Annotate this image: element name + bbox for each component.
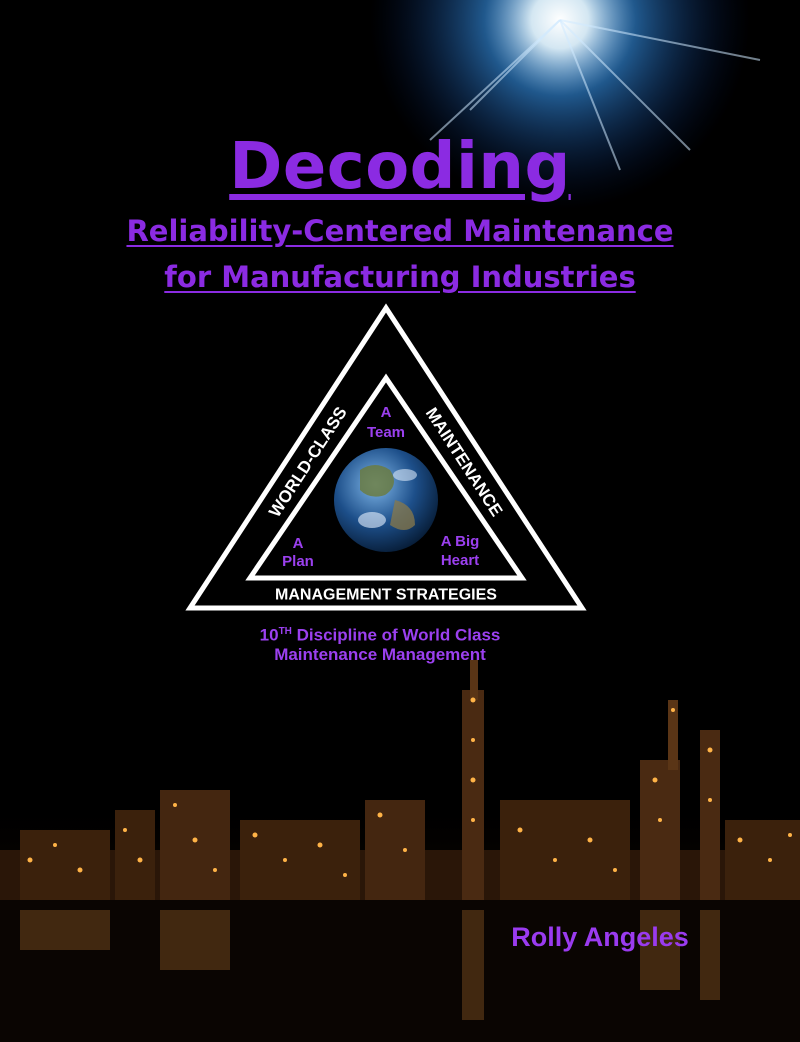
triangle-diagram: WORLD-CLASS MAINTENANCE MANAGEMENT STRAT… xyxy=(185,303,587,611)
discipline-caption-line-2: Maintenance Management xyxy=(274,645,486,664)
team-label-line1: A xyxy=(381,404,392,421)
subtitle-line-1: Reliability-Centered Maintenance xyxy=(126,214,674,248)
city-skyline xyxy=(0,660,800,1042)
discipline-text: Discipline of World Class xyxy=(291,625,501,645)
inner-triangle xyxy=(245,373,527,581)
globe-icon xyxy=(334,448,438,552)
heart-label-line2: Heart xyxy=(441,552,479,569)
heart-label-line1: A Big xyxy=(441,533,480,550)
management-strategies-label: MANAGEMENT STRATEGIES xyxy=(275,587,497,604)
discipline-number: 10 xyxy=(259,625,279,645)
discipline-ordinal: TH xyxy=(278,626,292,637)
team-label-line2: Team xyxy=(367,424,405,441)
discipline-caption-line-1: 10TH Discipline of World Class xyxy=(170,620,590,647)
light-flare xyxy=(370,0,761,210)
plan-label-line2: Plan xyxy=(282,553,314,570)
subtitle-line-2: for Manufacturing Industries xyxy=(164,260,636,294)
author-name: Rolly Angeles xyxy=(511,922,689,952)
outer-triangle xyxy=(185,303,587,611)
book-title: Decoding xyxy=(229,130,571,204)
plan-label-line1: A xyxy=(293,535,304,552)
